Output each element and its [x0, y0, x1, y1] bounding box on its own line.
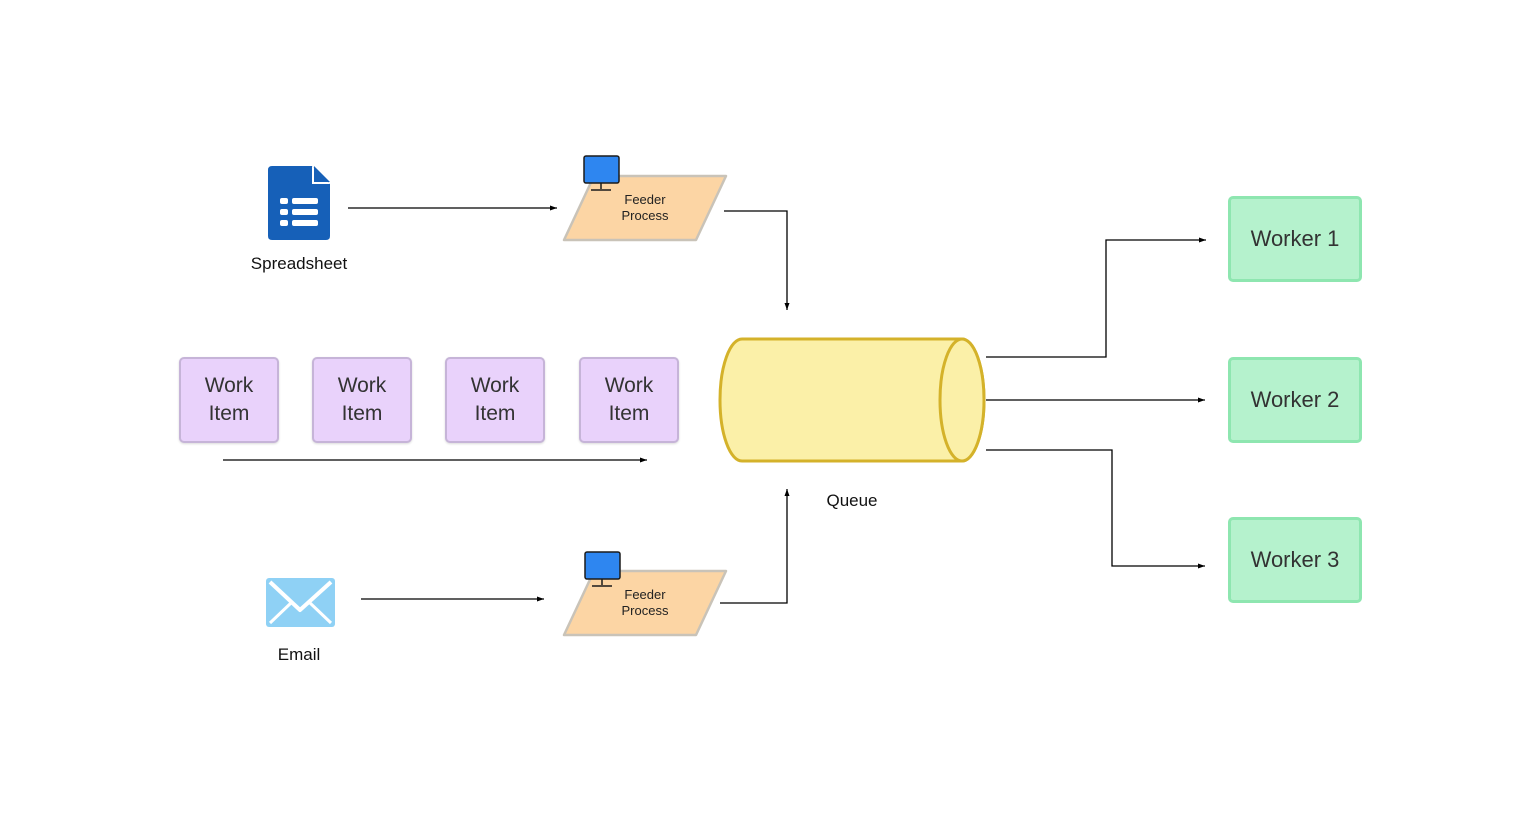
spreadsheet-label: Spreadsheet	[250, 254, 348, 273]
queue-to-worker-1-arrow	[986, 237, 1206, 358]
queue-to-worker-3-arrow	[986, 449, 1205, 569]
work-item-label: Work Item	[604, 374, 654, 425]
work-item[interactable]: Work Item	[312, 357, 412, 443]
feeder-process-bottom-shape[interactable]	[562, 569, 728, 637]
monitor-icon	[583, 155, 620, 191]
feeder-process-top-label: Feeder Process	[605, 192, 685, 224]
feeder-process-bottom-label: Feeder Process	[605, 587, 685, 619]
work-item-label: Work Item	[204, 374, 254, 425]
spreadsheet-icon	[268, 166, 330, 240]
worker-1[interactable]: Worker 1	[1228, 196, 1362, 282]
monitor-icon	[584, 551, 621, 587]
work-item[interactable]: Work Item	[179, 357, 279, 443]
worker-label: Worker 3	[1250, 547, 1340, 572]
email-icon	[266, 578, 335, 627]
email-label: Email	[277, 645, 321, 664]
queue-label: Queue	[826, 491, 878, 510]
work-item-label: Work Item	[337, 374, 387, 425]
queue-cylinder[interactable]	[718, 337, 986, 463]
feeder-line-1: Feeder	[624, 192, 666, 207]
feeder-top-to-queue-arrow	[724, 210, 790, 310]
worker-label: Worker 1	[1250, 226, 1340, 251]
worker-3[interactable]: Worker 3	[1228, 517, 1362, 603]
feeder-bottom-to-queue-arrow	[720, 489, 790, 604]
worker-label: Worker 2	[1250, 387, 1340, 412]
work-item[interactable]: Work Item	[579, 357, 679, 443]
feeder-line-2: Process	[621, 208, 669, 223]
feeder-process-top-shape[interactable]	[562, 174, 728, 242]
worker-2[interactable]: Worker 2	[1228, 357, 1362, 443]
feeder-line-2: Process	[621, 603, 669, 618]
feeder-line-1: Feeder	[624, 587, 666, 602]
work-item[interactable]: Work Item	[445, 357, 545, 443]
work-item-label: Work Item	[470, 374, 520, 425]
